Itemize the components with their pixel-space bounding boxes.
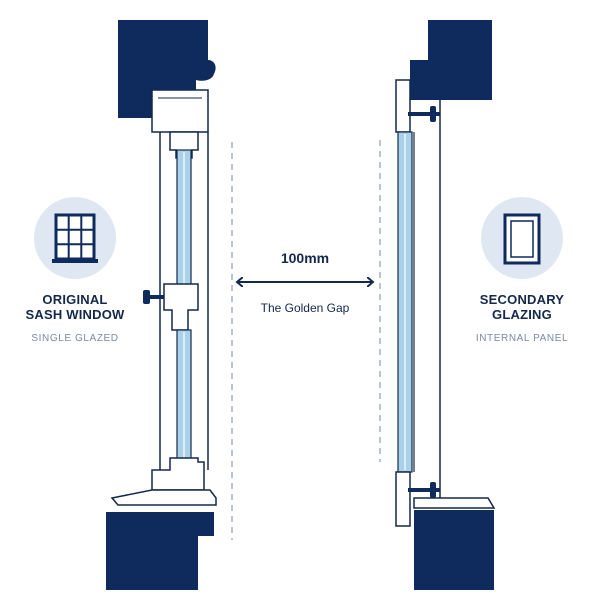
sash-window-icon xyxy=(34,197,116,279)
left-title: ORIGINAL SASH WINDOW xyxy=(15,292,135,322)
secondary-glazing-section xyxy=(395,20,496,590)
sill-wall xyxy=(106,512,214,590)
left-subtitle: SINGLE GLAZED xyxy=(31,333,119,344)
top-fixing-icon xyxy=(408,106,440,122)
gap-label: The Golden Gap xyxy=(260,301,350,315)
left-title-line2: SASH WINDOW xyxy=(25,307,125,322)
right-subtitle: INTERNAL PANEL xyxy=(475,333,569,344)
window-sill xyxy=(110,489,217,506)
reveal-wall-bottom xyxy=(414,510,494,590)
right-title-line2: GLAZING xyxy=(492,307,552,322)
sash-window-section xyxy=(106,20,217,590)
panel-head-frame xyxy=(395,79,411,133)
sash-lock-icon xyxy=(143,290,164,304)
head-frame xyxy=(151,89,209,133)
right-title-line1: SECONDARY xyxy=(479,292,565,307)
meeting-rail xyxy=(163,283,199,331)
bottom-fixing-icon xyxy=(408,482,440,498)
gap-measurement: 100mm xyxy=(280,250,330,266)
reveal-sill xyxy=(413,497,496,509)
panel-sill-frame xyxy=(395,471,411,527)
reveal-wall-top xyxy=(410,20,492,100)
left-title-line1: ORIGINAL xyxy=(42,292,108,307)
single-pane-window-icon xyxy=(481,197,563,279)
right-title: SECONDARY GLAZING xyxy=(462,292,582,322)
